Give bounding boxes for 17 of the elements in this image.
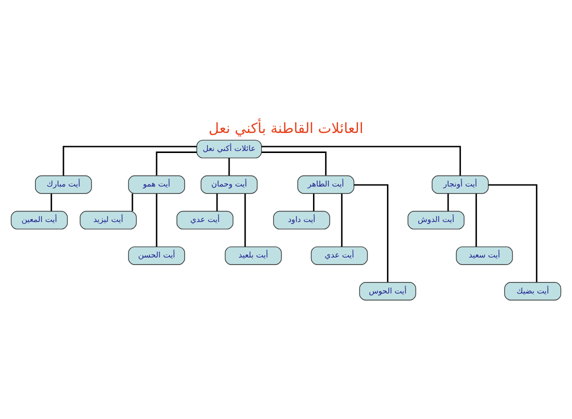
connector <box>488 184 538 282</box>
connector <box>156 194 158 247</box>
diagram-title: العائلات القاطنة بأكني نعل <box>208 121 364 138</box>
connector <box>228 158 230 176</box>
connector <box>244 194 246 247</box>
connector <box>156 152 197 176</box>
connector <box>447 194 449 212</box>
connector <box>262 146 461 176</box>
connector <box>354 184 388 282</box>
connector <box>50 194 52 212</box>
connector <box>132 194 134 212</box>
connector <box>341 194 343 247</box>
connector <box>262 152 327 176</box>
connector <box>313 194 314 212</box>
connector <box>476 194 477 247</box>
connector <box>62 146 197 176</box>
connector <box>216 194 218 212</box>
